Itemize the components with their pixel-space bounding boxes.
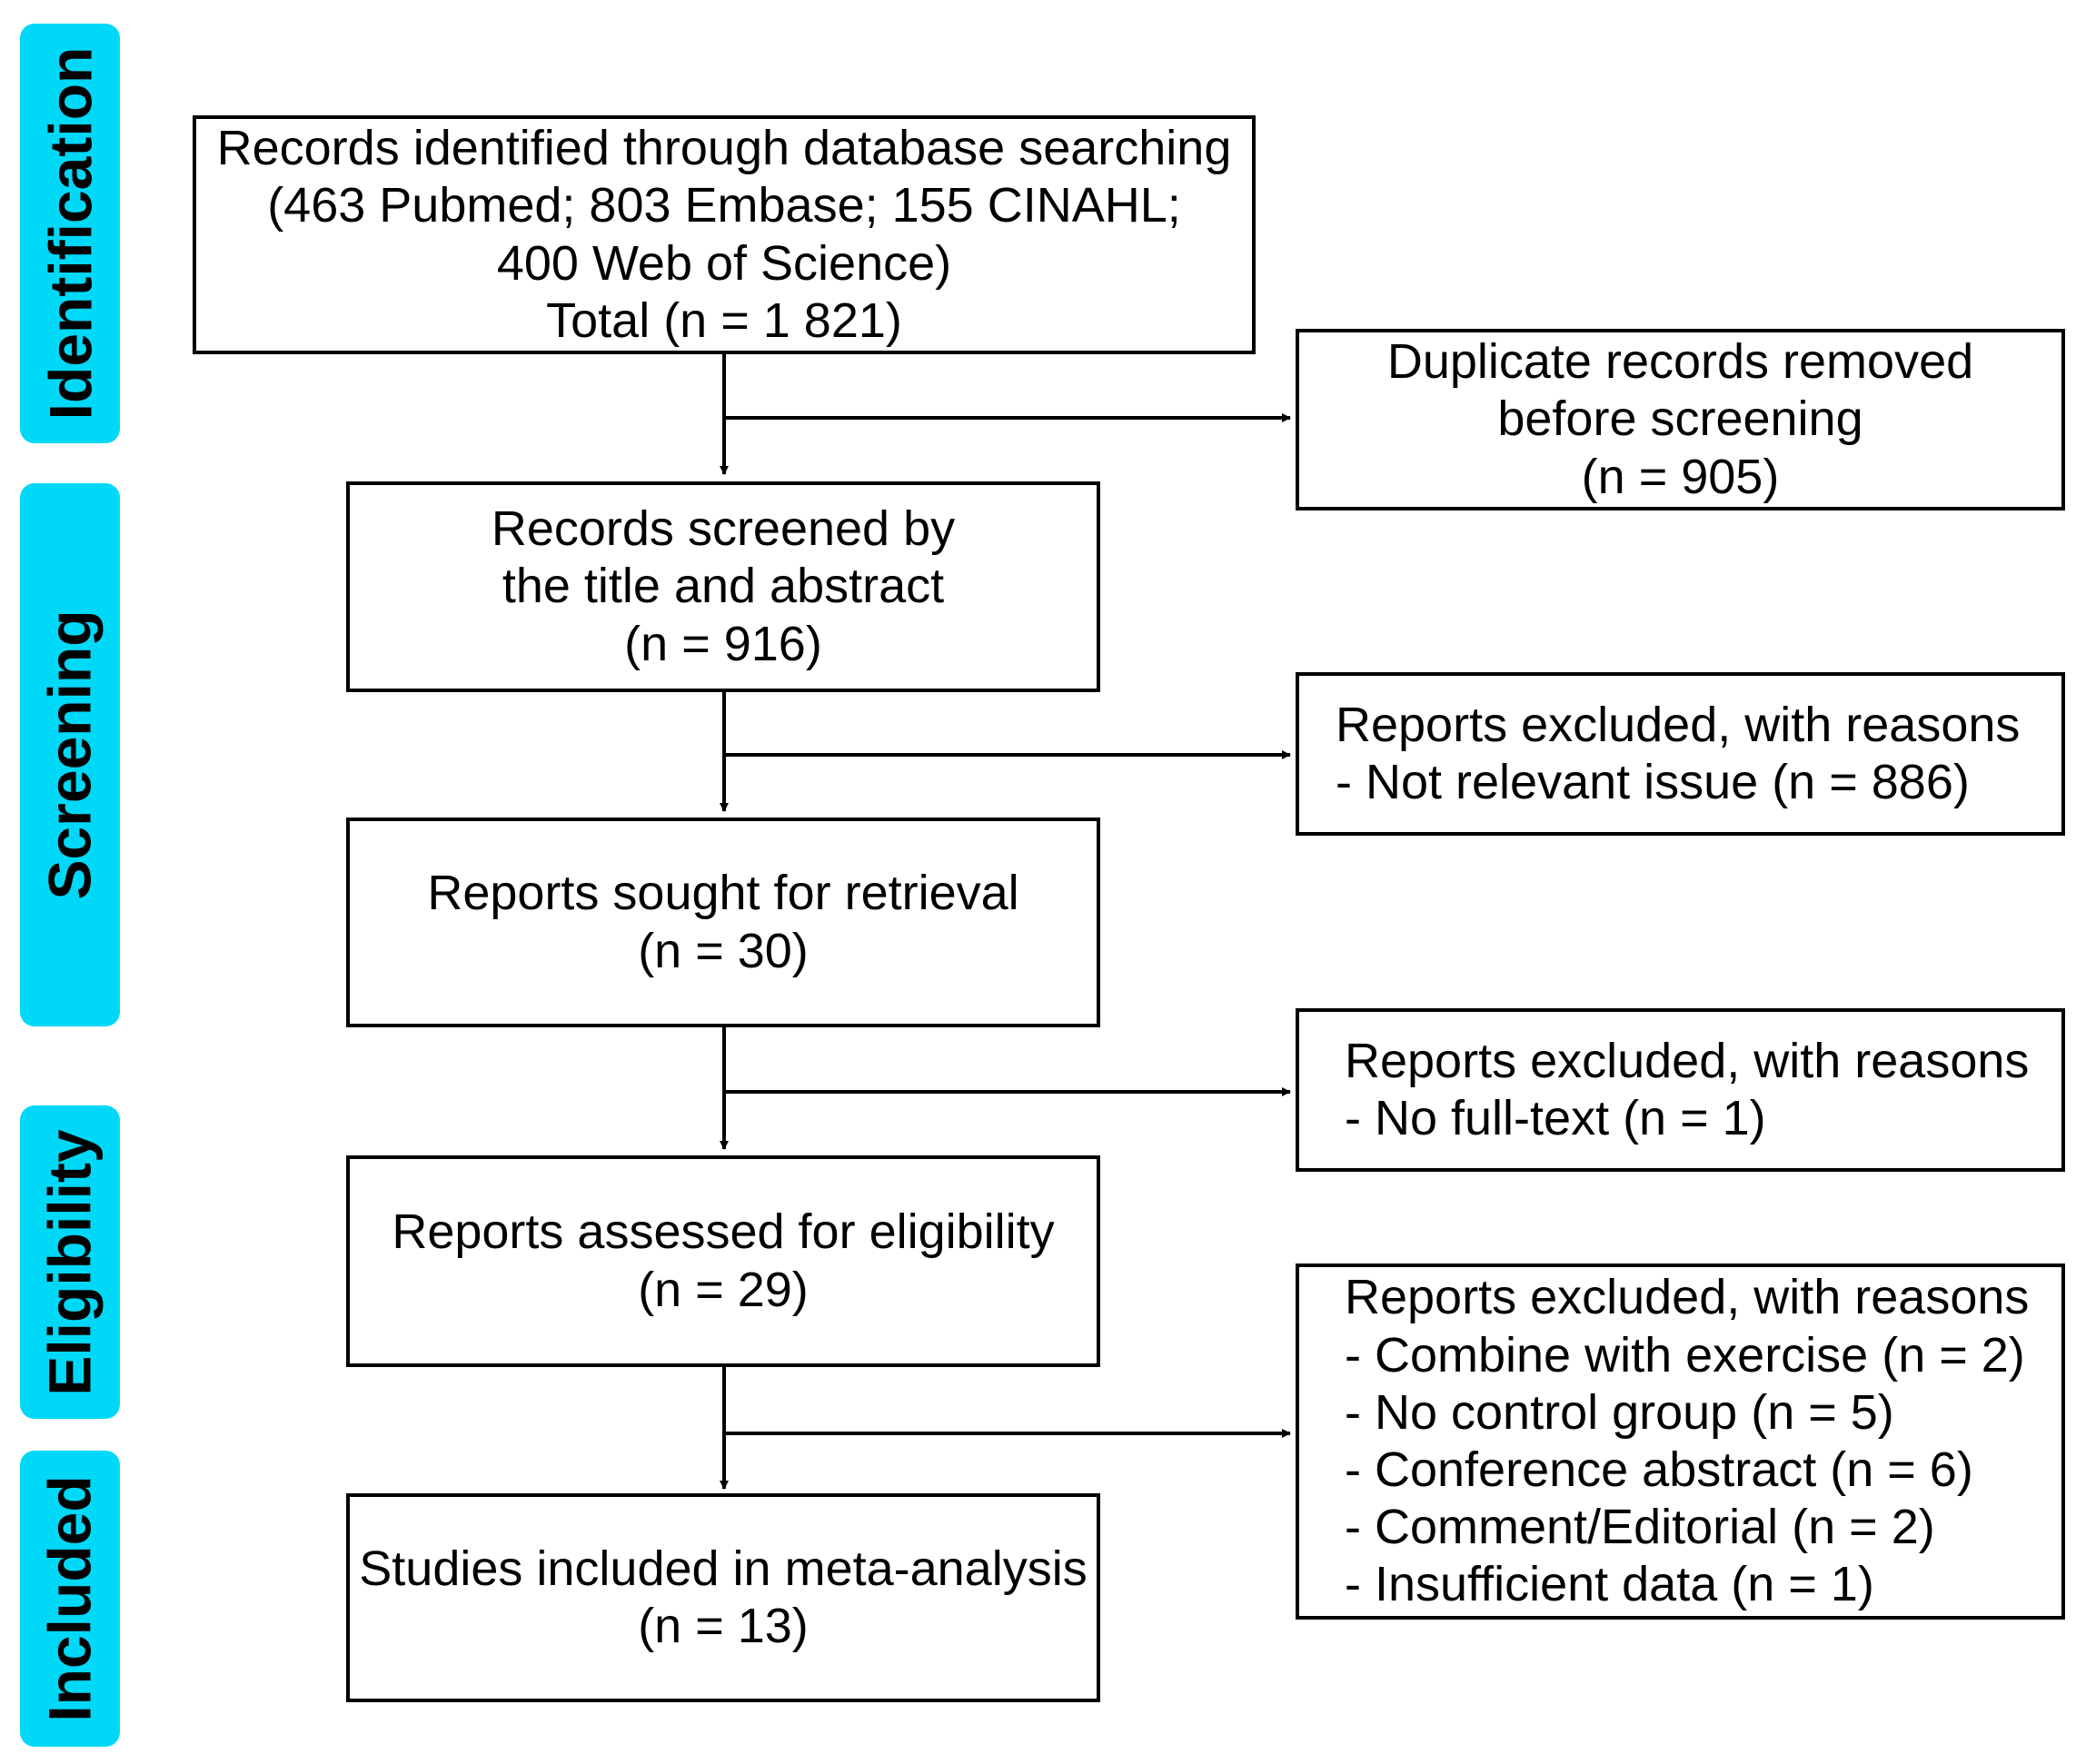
text-line: (n = 916) — [624, 616, 822, 671]
text-line: - Comment/Editorial (n = 2) — [1345, 1500, 1935, 1555]
phase-identification: Identification — [20, 24, 120, 443]
text-line: (n = 29) — [638, 1262, 809, 1317]
text-line: Total (n = 1 821) — [546, 292, 902, 348]
text-line: Records screened by — [491, 501, 956, 557]
text-line: before screening — [1497, 391, 1863, 447]
box-studies-included: Studies included in meta-analysis (n = 1… — [346, 1493, 1100, 1702]
phase-included: Included — [20, 1451, 120, 1747]
text-line: Studies included in meta-analysis — [359, 1541, 1088, 1596]
text-line: 400 Web of Science) — [496, 235, 952, 291]
text-line: - Not relevant issue (n = 886) — [1336, 755, 1970, 809]
box-excluded-retrieval: Reports excluded, with reasons - No full… — [1296, 1008, 2065, 1172]
text-line: (463 Pubmed; 803 Embase; 155 CINAHL; — [267, 178, 1181, 233]
text-line: Reports assessed for eligibility — [392, 1204, 1055, 1260]
box-reports-assessed: Reports assessed for eligibility (n = 29… — [346, 1155, 1100, 1367]
text-line: - Combine with exercise (n = 2) — [1345, 1327, 2025, 1382]
text-line: (n = 905) — [1581, 449, 1780, 504]
phase-screening: Screening — [20, 483, 120, 1026]
box-records-identified: Records identified through database sear… — [193, 115, 1256, 354]
text-line: Reports sought for retrieval — [427, 866, 1019, 921]
text-line: the title and abstract — [502, 559, 945, 614]
text-line: - Insufficient data (n = 1) — [1345, 1557, 1874, 1612]
text-line: (n = 13) — [638, 1599, 809, 1653]
box-excluded-eligibility: Reports excluded, with reasons - Combine… — [1296, 1264, 2065, 1620]
box-excluded-screening: Reports excluded, with reasons - Not rel… — [1296, 672, 2065, 836]
text-line: Reports excluded, with reasons — [1336, 697, 2021, 752]
box-reports-sought: Reports sought for retrieval (n = 30) — [346, 818, 1100, 1027]
text-line: - No full-text (n = 1) — [1345, 1091, 1766, 1145]
text-line: Reports excluded, with reasons — [1345, 1270, 2030, 1325]
text-line: - Conference abstract (n = 6) — [1345, 1442, 1973, 1497]
phase-eligibility: Eligibility — [20, 1105, 120, 1419]
text-line: (n = 30) — [638, 923, 809, 978]
text-line: - No control group (n = 5) — [1345, 1384, 1894, 1440]
text-line: Reports excluded, with reasons — [1345, 1033, 2030, 1088]
box-duplicates-removed: Duplicate records removed before screeni… — [1296, 329, 2065, 510]
box-records-screened: Records screened by the title and abstra… — [346, 481, 1100, 692]
text-line: Duplicate records removed — [1386, 334, 1974, 390]
text-line: Records identified through database sear… — [216, 121, 1232, 176]
